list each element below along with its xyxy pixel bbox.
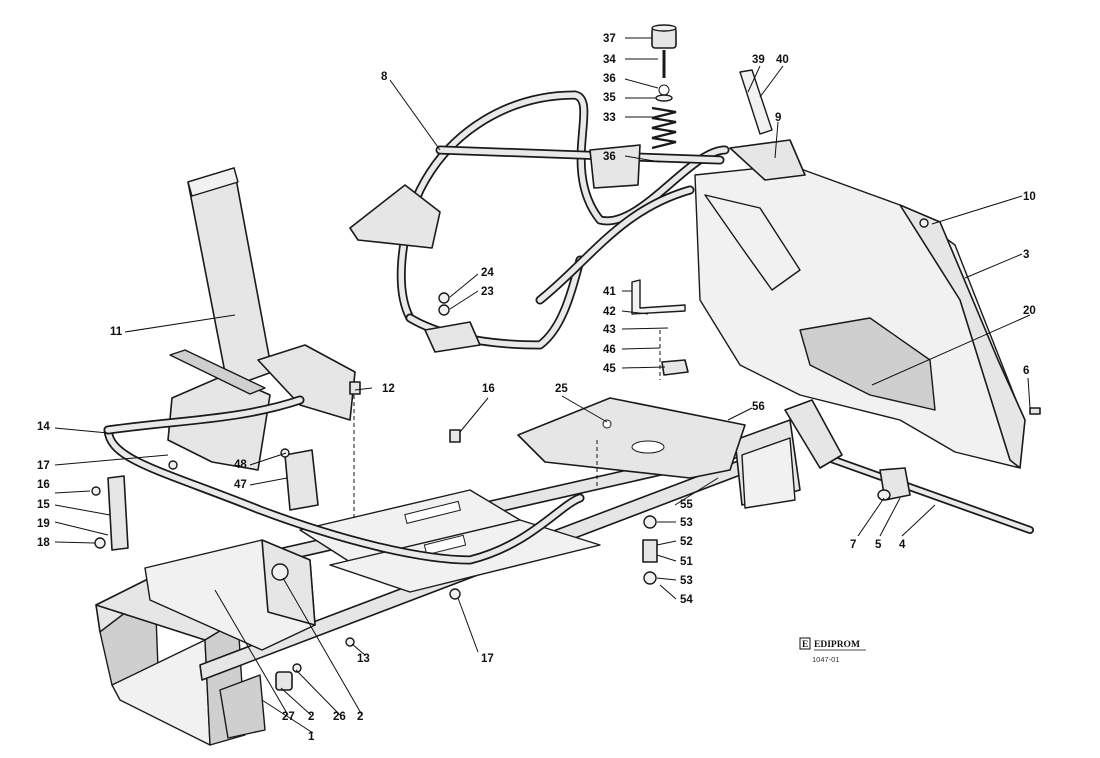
callout-15: 15	[37, 499, 50, 511]
callout-34: 34	[603, 54, 616, 66]
spring-coils	[651, 106, 677, 150]
callout-33: 33	[603, 112, 616, 124]
brand-logo: E EDIPROM 1047-01	[799, 637, 866, 664]
brand-code: 1047-01	[812, 655, 840, 664]
callout-4: 4	[899, 539, 906, 551]
callout-8: 8	[381, 71, 388, 83]
callout-41: 41	[603, 286, 616, 298]
callout-11: 11	[110, 326, 123, 338]
callout-56: 56	[752, 401, 765, 413]
seat-bracket	[169, 344, 356, 421]
brand-name: EDIPROM	[814, 640, 860, 650]
callout-37: 37	[603, 33, 616, 45]
callout-2: 2	[357, 711, 363, 723]
callout-55: 55	[680, 499, 693, 511]
svg-text:E: E	[802, 640, 808, 650]
callout-35: 35	[603, 92, 616, 104]
callout-17: 17	[37, 460, 50, 472]
callout-12: 12	[382, 383, 395, 395]
callout-5: 5	[875, 539, 882, 551]
steering-column	[167, 167, 273, 471]
callout-51: 51	[680, 556, 693, 568]
rear-shaft	[784, 399, 1034, 534]
callout-39: 39	[752, 54, 765, 66]
rear-panel	[694, 139, 1026, 469]
callout-25: 25	[555, 383, 568, 395]
callout-23: 23	[481, 286, 494, 298]
callout-10: 10	[1023, 191, 1036, 203]
callout-14: 14	[37, 421, 50, 433]
callout-26: 26	[333, 711, 346, 723]
callout-16: 16	[37, 479, 50, 491]
callout-42: 42	[603, 306, 616, 318]
callout-24: 24	[481, 267, 494, 279]
leader-lines	[54, 37, 1031, 734]
callout-9: 9	[775, 112, 781, 124]
callout-16: 16	[482, 383, 495, 395]
callout-52: 52	[680, 536, 693, 548]
callout-labels: 37 34 36 35 33 36 8 39 40 9 10 3 24 23 4…	[37, 33, 1036, 743]
callout-46: 46	[603, 344, 616, 356]
callout-1: 1	[308, 731, 315, 743]
rear-tube-frame	[349, 90, 730, 353]
callout-48: 48	[234, 459, 247, 471]
callout-20: 20	[1023, 305, 1036, 317]
callout-17: 17	[481, 653, 494, 665]
callout-13: 13	[357, 653, 370, 665]
callout-45: 45	[603, 363, 616, 375]
callout-3: 3	[1023, 249, 1029, 261]
callout-7: 7	[850, 539, 856, 551]
callout-6: 6	[1023, 365, 1029, 377]
callout-2: 2	[308, 711, 314, 723]
callout-36: 36	[603, 73, 616, 85]
callout-27: 27	[282, 711, 295, 723]
callout-40: 40	[776, 54, 789, 66]
front-bumper-tube	[103, 395, 585, 565]
callout-43: 43	[603, 324, 616, 336]
callout-36: 36	[603, 151, 616, 163]
callout-53: 53	[680, 575, 693, 587]
footplate	[144, 539, 316, 651]
seat-plate	[517, 397, 746, 479]
callout-18: 18	[37, 537, 50, 549]
callout-54: 54	[680, 594, 693, 606]
callout-19: 19	[37, 518, 50, 530]
callout-47: 47	[234, 479, 247, 491]
seat-spring-assembly	[589, 24, 677, 189]
callout-53: 53	[680, 517, 693, 529]
